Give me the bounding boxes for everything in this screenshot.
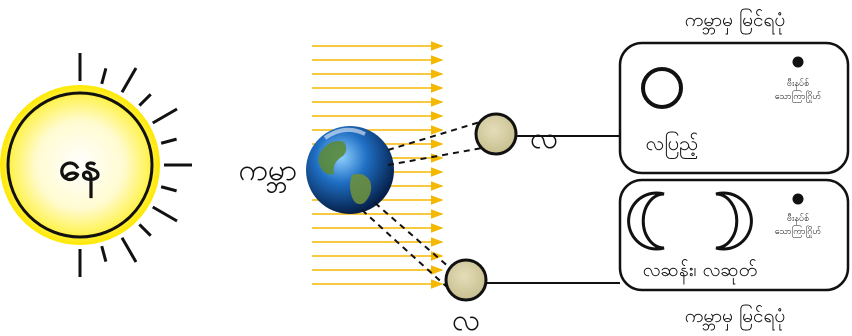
- moon-label-bottom: လ: [452, 303, 480, 336]
- moon-top: လ: [476, 114, 620, 156]
- moon-label-top: လ: [530, 121, 558, 156]
- top-panel: ကမ္ဘာမှ မြင်ရပုံ ဗီးနပ်စ် သောကြာဂြိုဟ် လ…: [620, 7, 848, 173]
- sun-ray: [122, 68, 136, 92]
- sun-ray: [139, 94, 150, 105]
- sun-ray: [161, 187, 176, 191]
- sun-ray: [153, 207, 177, 221]
- panel-heading: ကမ္ဘာမှ မြင်ရပုံ: [685, 303, 785, 331]
- dot-caption-line2: သောကြာဂြိုဟ်: [775, 90, 822, 103]
- moon-bottom: လ: [446, 260, 620, 336]
- sun-ray: [153, 109, 177, 123]
- sun-ray: [122, 238, 136, 262]
- sight-line: [362, 210, 448, 288]
- phase-label: လဆန်း၊ လဆုတ်: [643, 258, 758, 285]
- sun-ray: [139, 224, 150, 235]
- dot-caption-line2: သောကြာဂြိုဟ်: [775, 225, 822, 238]
- sun: နေ: [0, 53, 192, 277]
- sight-line: [388, 148, 482, 165]
- sun-ray: [102, 246, 106, 261]
- dot-icon: [793, 57, 804, 68]
- bottom-panel: ဗီးနပ်စ် သောကြာဂြိုဟ် လဆန်း၊ လဆုတ် ကမ္ဘာ…: [620, 180, 848, 331]
- panel-heading: ကမ္ဘာမှ မြင်ရပုံ: [685, 7, 785, 35]
- phase-label: လပြည့်: [646, 131, 699, 159]
- earth-label: ကမ္ဘာ: [239, 153, 298, 194]
- sun-ray: [161, 139, 176, 143]
- dot-caption-line1: ဗီးနပ်စ်: [787, 213, 810, 225]
- earth-globe-icon: [306, 126, 394, 214]
- dot-icon: [793, 194, 804, 205]
- sight-line: [388, 122, 480, 150]
- dot-caption-line1: ဗီးနပ်စ်: [787, 78, 810, 90]
- moon-icon: [446, 260, 486, 300]
- sight-line: [375, 203, 450, 268]
- moon-icon: [476, 114, 516, 154]
- sun-ray: [102, 68, 106, 83]
